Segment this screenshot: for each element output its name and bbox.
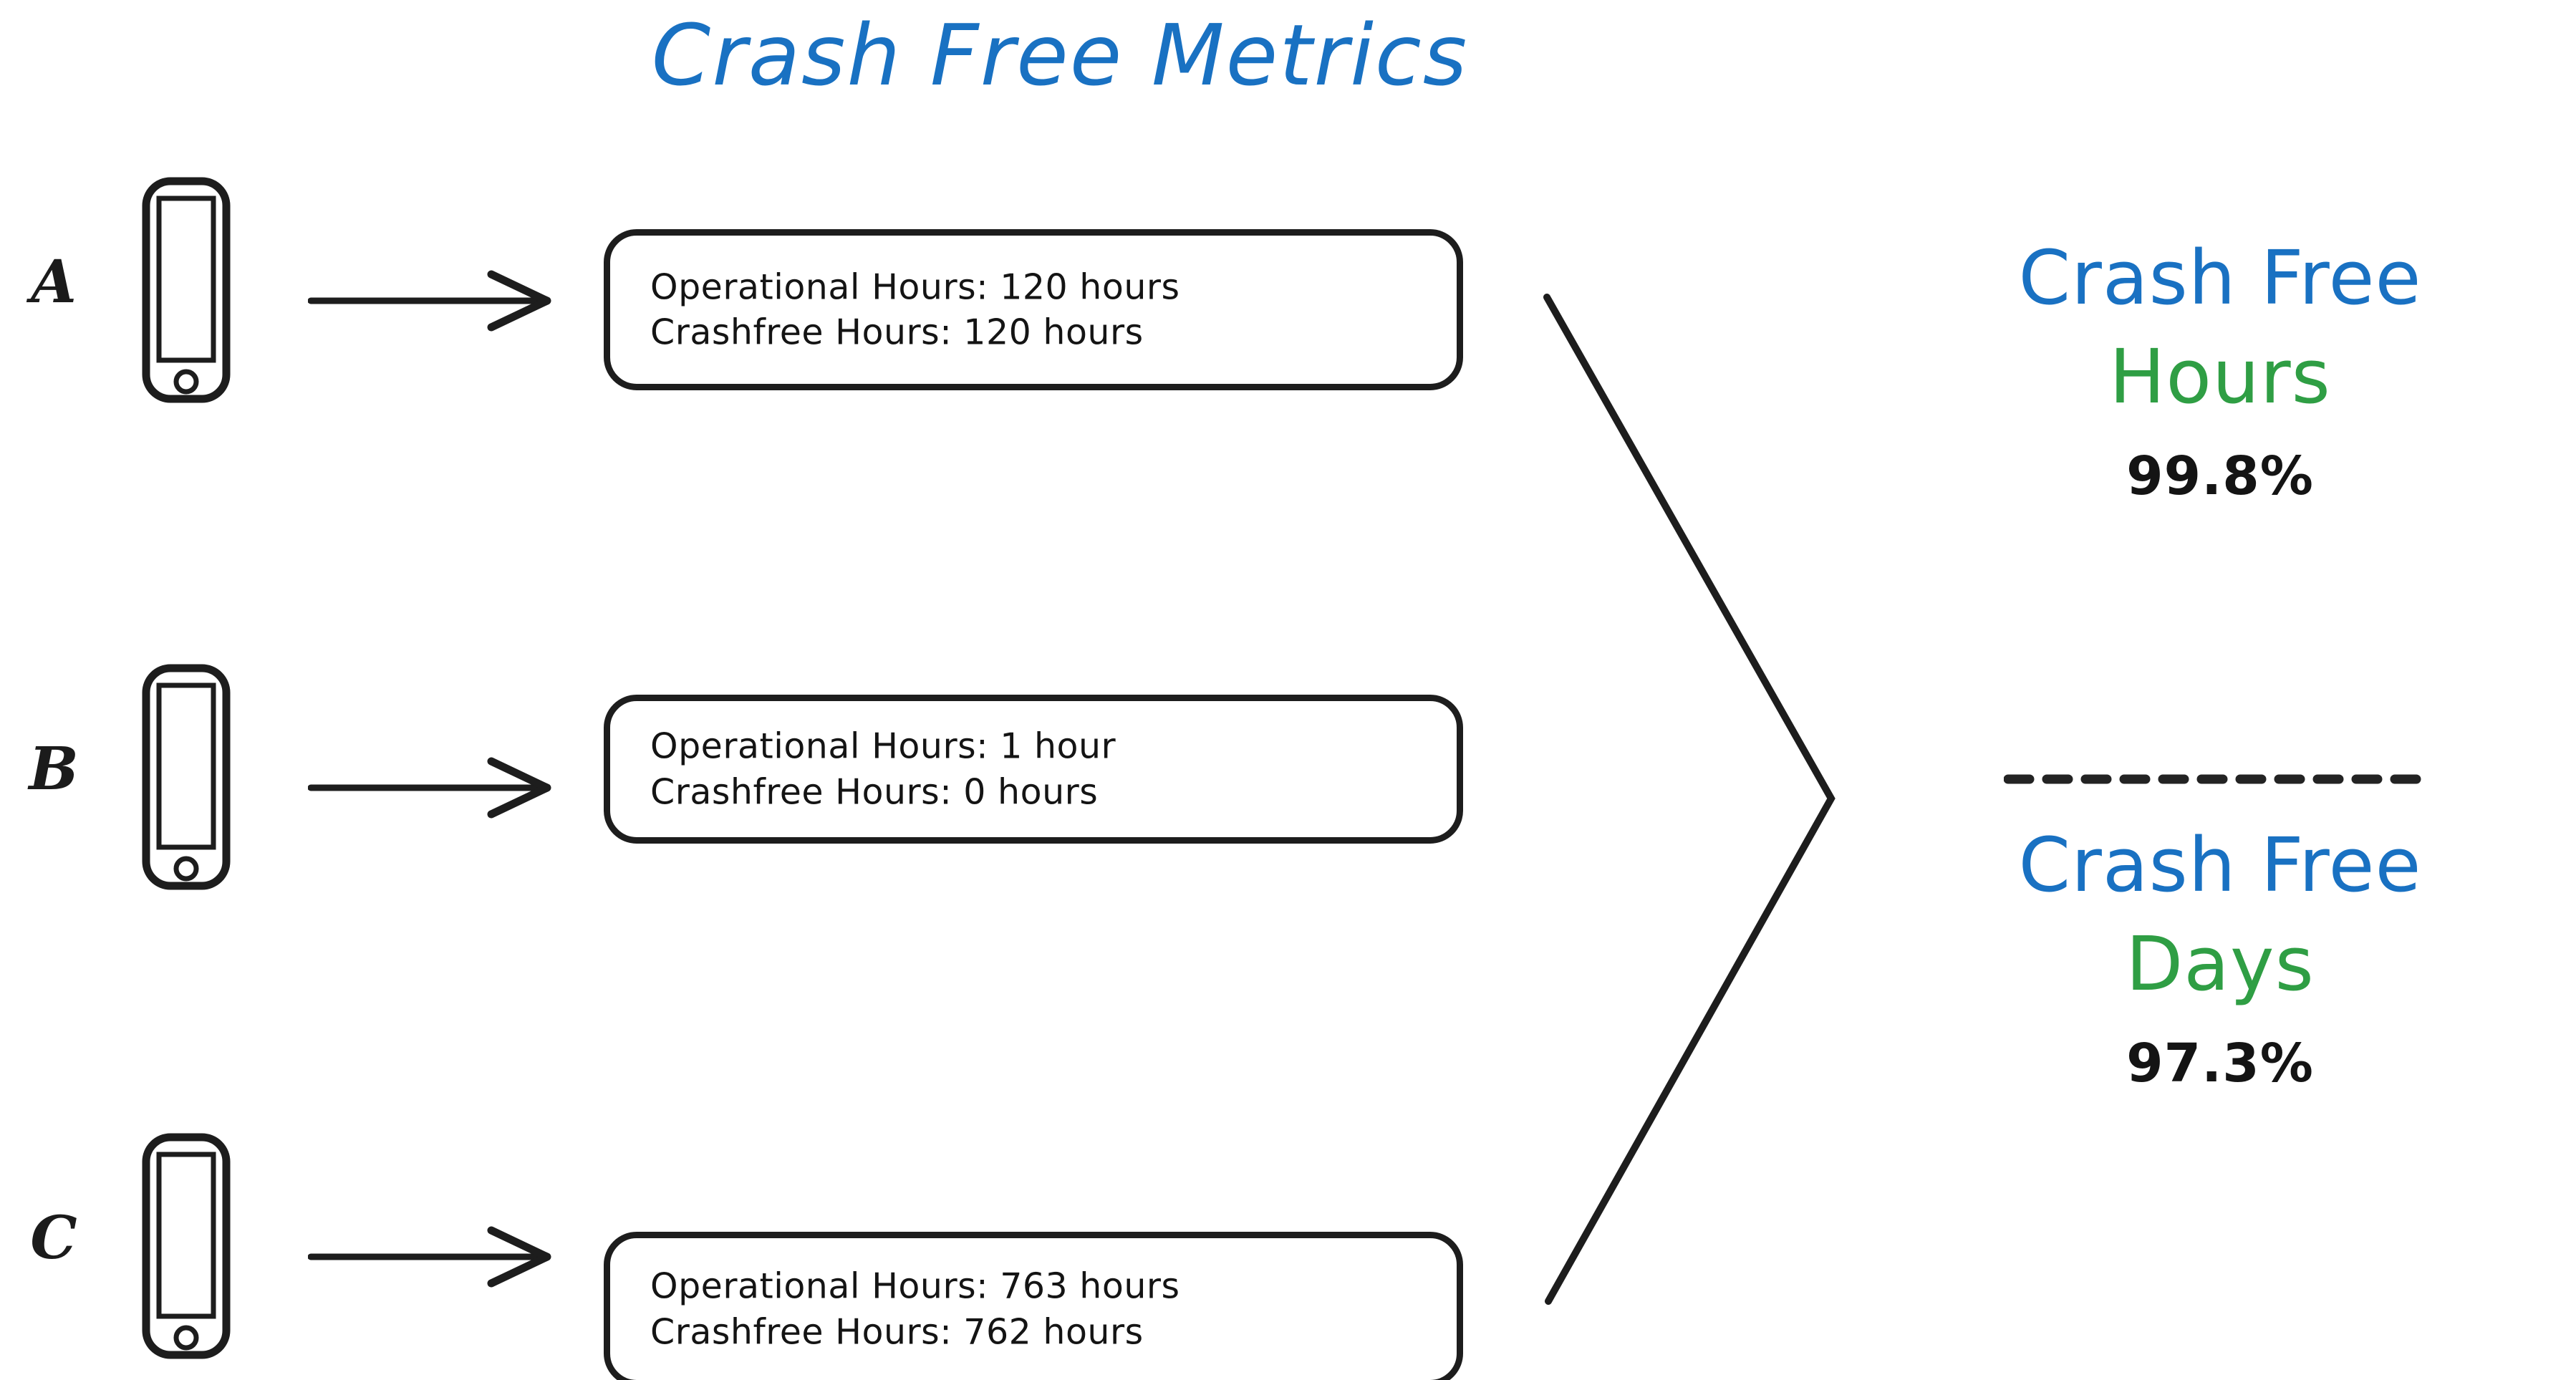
result-crash-free-days: Crash Free Days 97.3% — [1876, 824, 2564, 1104]
operational-hours-c: Operational Hours: 763 hours — [650, 1265, 1180, 1307]
metric-box-a: Operational Hours: 120 hours Crashfree H… — [604, 229, 1463, 390]
arrow-right-icon — [308, 1217, 566, 1296]
result-unit-hours: Hours — [2109, 333, 2331, 421]
result-value-days: 97.3% — [2126, 1032, 2314, 1094]
device-label-a: A — [31, 248, 77, 317]
arrow-right-icon — [308, 748, 566, 827]
device-row-a: A Operational Hours: 120 hours Crashfree… — [0, 175, 1518, 419]
phone-icon — [140, 662, 232, 892]
metric-box-content: Operational Hours: 763 hours Crashfree H… — [650, 1263, 1431, 1354]
metric-box-content: Operational Hours: 1 hour Crashfree Hour… — [650, 723, 1431, 814]
arrow-right-icon — [308, 261, 566, 340]
device-label-c: C — [30, 1204, 77, 1273]
results-panel: Crash Free Hours 99.8% Crash Free Days 9… — [1876, 236, 2576, 1361]
result-title-hours: Crash Free — [2018, 234, 2422, 322]
operational-hours-a: Operational Hours: 120 hours — [650, 266, 1180, 307]
metric-box-content: Operational Hours: 120 hours Crashfree H… — [650, 264, 1431, 355]
operational-hours-b: Operational Hours: 1 hour — [650, 725, 1116, 767]
device-label-b: B — [29, 735, 79, 804]
result-unit-days: Days — [2126, 920, 2315, 1008]
device-row-c: C Operational Hours: 763 hours Crashfree… — [0, 1131, 1518, 1380]
metric-box-c: Operational Hours: 763 hours Crashfree H… — [604, 1232, 1463, 1380]
crashfree-hours-c: Crashfree Hours: 762 hours — [650, 1311, 1144, 1352]
crashfree-hours-a: Crashfree Hours: 120 hours — [650, 312, 1144, 353]
dashed-divider — [2004, 773, 2433, 785]
metric-box-b: Operational Hours: 1 hour Crashfree Hour… — [604, 695, 1463, 844]
phone-icon — [140, 175, 232, 405]
result-title-days: Crash Free — [2018, 821, 2422, 909]
page-title: Crash Free Metrics — [651, 6, 1469, 105]
result-value-hours: 99.8% — [2126, 445, 2314, 507]
phone-icon — [140, 1131, 232, 1361]
crashfree-hours-b: Crashfree Hours: 0 hours — [650, 771, 1099, 812]
converging-bracket-icon — [1518, 272, 1876, 1325]
result-crash-free-hours: Crash Free Hours 99.8% — [1876, 236, 2564, 517]
device-row-b: B Operational Hours: 1 hour Crashfree Ho… — [0, 662, 1518, 906]
